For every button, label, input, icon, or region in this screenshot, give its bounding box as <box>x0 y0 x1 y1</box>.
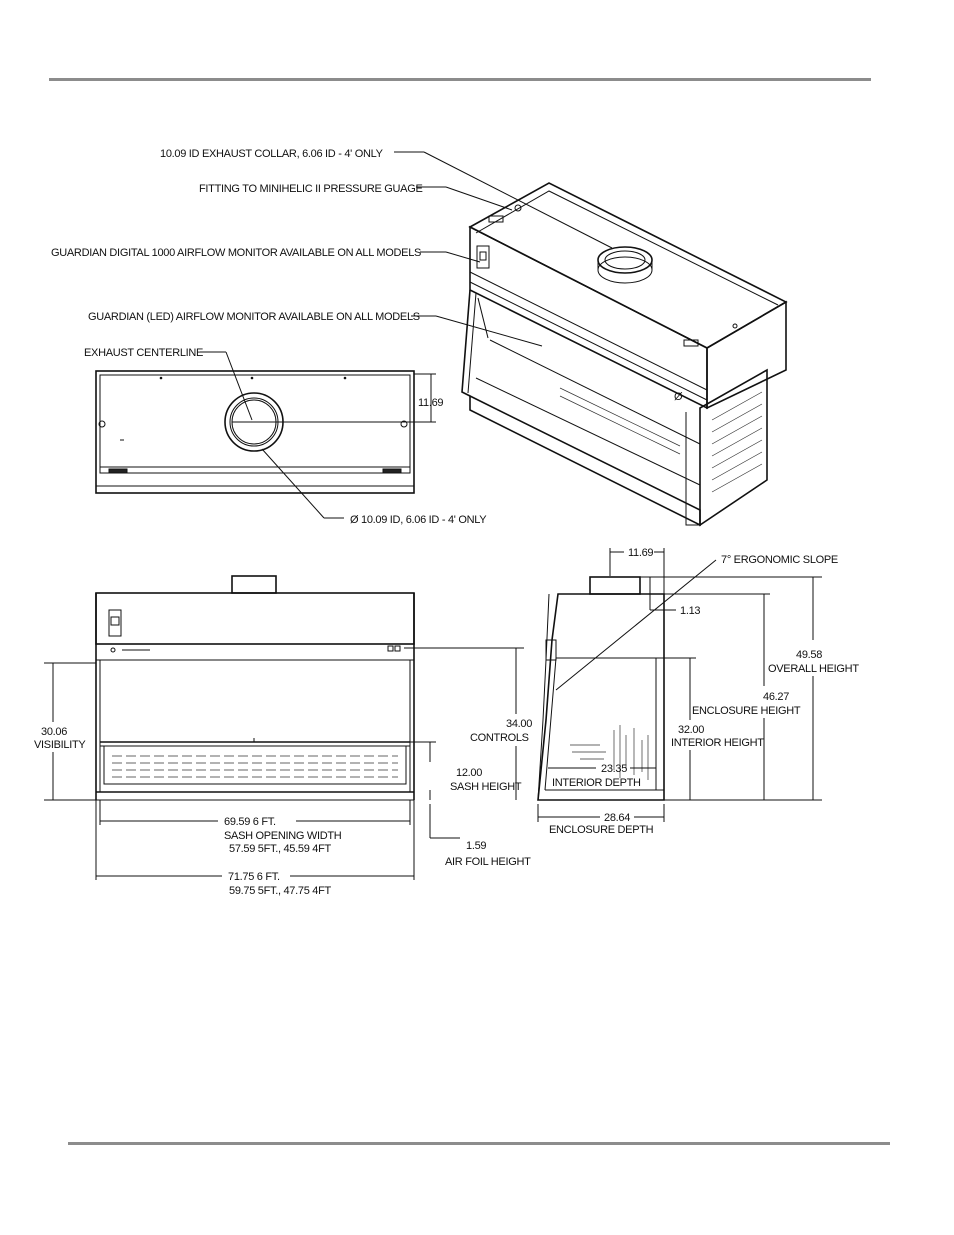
visibility-value: 30.06 <box>41 726 67 738</box>
callout-fitting: FITTING TO MINIHELIC II PRESSURE GUAGE <box>199 183 423 195</box>
interior-depth-label: INTERIOR DEPTH <box>552 777 641 789</box>
overall-width-value: 71.75 6 FT. <box>228 871 280 883</box>
airfoil-value: 1.59 <box>466 840 486 852</box>
overall-height-value: 49.58 <box>796 649 822 661</box>
overall-height-label: OVERALL HEIGHT <box>768 663 859 675</box>
callout-exhaust-collar: 10.09 ID EXHAUST COLLAR, 6.06 ID - 4' ON… <box>160 148 384 160</box>
sash-height-value: 12.00 <box>456 767 482 779</box>
callout-guardian-led: GUARDIAN (LED) AIRFLOW MONITOR AVAILABLE… <box>88 311 420 323</box>
side-view-hatch <box>570 725 649 780</box>
enclosure-height-value: 46.27 <box>763 691 789 703</box>
side-vent-slots <box>711 391 763 493</box>
ergonomic-slope-label: 7° ERGONOMIC SLOPE <box>721 554 838 566</box>
enclosure-depth-label: ENCLOSURE DEPTH <box>549 824 654 836</box>
top-view: 11.69 <box>95 370 444 494</box>
controls-label: CONTROLS <box>470 732 529 744</box>
callout-exhaust-centerline: EXHAUST CENTERLINE <box>84 347 203 359</box>
interior-height-value: 32.00 <box>678 724 704 736</box>
side-collar-dim: 11.69 <box>628 547 653 559</box>
side-view: 11.69 7° ERGONOMIC SLOPE 1.13 49.58 OVER… <box>537 547 860 836</box>
work-surface-slots <box>559 387 681 455</box>
airfoil-label: AIR FOIL HEIGHT <box>445 856 531 868</box>
sash-width-alt: 57.59 5FT., 45.59 4FT <box>229 843 332 855</box>
top-view-depth-dim: 11.69 <box>418 397 443 409</box>
airfoil-slots <box>112 755 398 778</box>
isometric-view: Ø <box>461 182 788 527</box>
interior-depth-value: 23.35 <box>601 763 627 775</box>
callout-diameter: Ø 10.09 ID, 6.06 ID - 4' ONLY <box>350 514 487 526</box>
callout-guardian-digital: GUARDIAN DIGITAL 1000 AIRFLOW MONITOR AV… <box>51 247 421 259</box>
dim-1-13: 1.13 <box>680 605 700 617</box>
enclosure-depth-value: 28.64 <box>604 812 630 824</box>
enclosure-height-label: ENCLOSURE HEIGHT <box>692 705 801 717</box>
footer-rule <box>68 1142 890 1145</box>
iso-marker: Ø <box>674 391 683 403</box>
controls-value: 34.00 <box>506 718 532 730</box>
header-rule <box>49 78 871 81</box>
sash-width-value: 69.59 6 FT. <box>224 816 276 828</box>
overall-width-alt: 59.75 5FT., 47.75 4FT <box>229 885 332 897</box>
sash-width-label: SASH OPENING WIDTH <box>224 830 342 842</box>
front-view: 30.06 VISIBILITY 34.00 CONTROLS 12.00 SA… <box>34 575 533 897</box>
callouts: 10.09 ID EXHAUST COLLAR, 6.06 ID - 4' ON… <box>51 148 613 526</box>
interior-height-label: INTERIOR HEIGHT <box>671 737 764 749</box>
visibility-label: VISIBILITY <box>34 739 86 751</box>
sash-height-label: SASH HEIGHT <box>450 781 522 793</box>
